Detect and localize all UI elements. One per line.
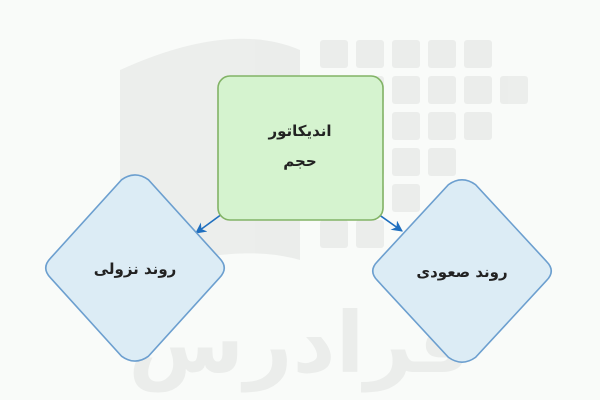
edge-indicator-to-downtrend [195, 213, 223, 234]
node-downtrend-label: روند نزولی [94, 260, 177, 278]
node-uptrend-shape [371, 179, 553, 363]
node-volume-indicator-shape [217, 75, 384, 221]
node-uptrend-label: روند صعودی [416, 263, 507, 281]
node-downtrend-shape [44, 174, 226, 362]
node-volume-indicator-label-line2: حجم [283, 152, 316, 170]
node-volume-indicator-label-line1: اندیکاتور [267, 122, 331, 140]
node-uptrend: روند صعودی [371, 179, 553, 363]
node-volume-indicator: اندیکاتور حجم [217, 75, 384, 221]
edge-indicator-to-uptrend [377, 213, 403, 232]
node-downtrend: روند نزولی [44, 174, 226, 362]
